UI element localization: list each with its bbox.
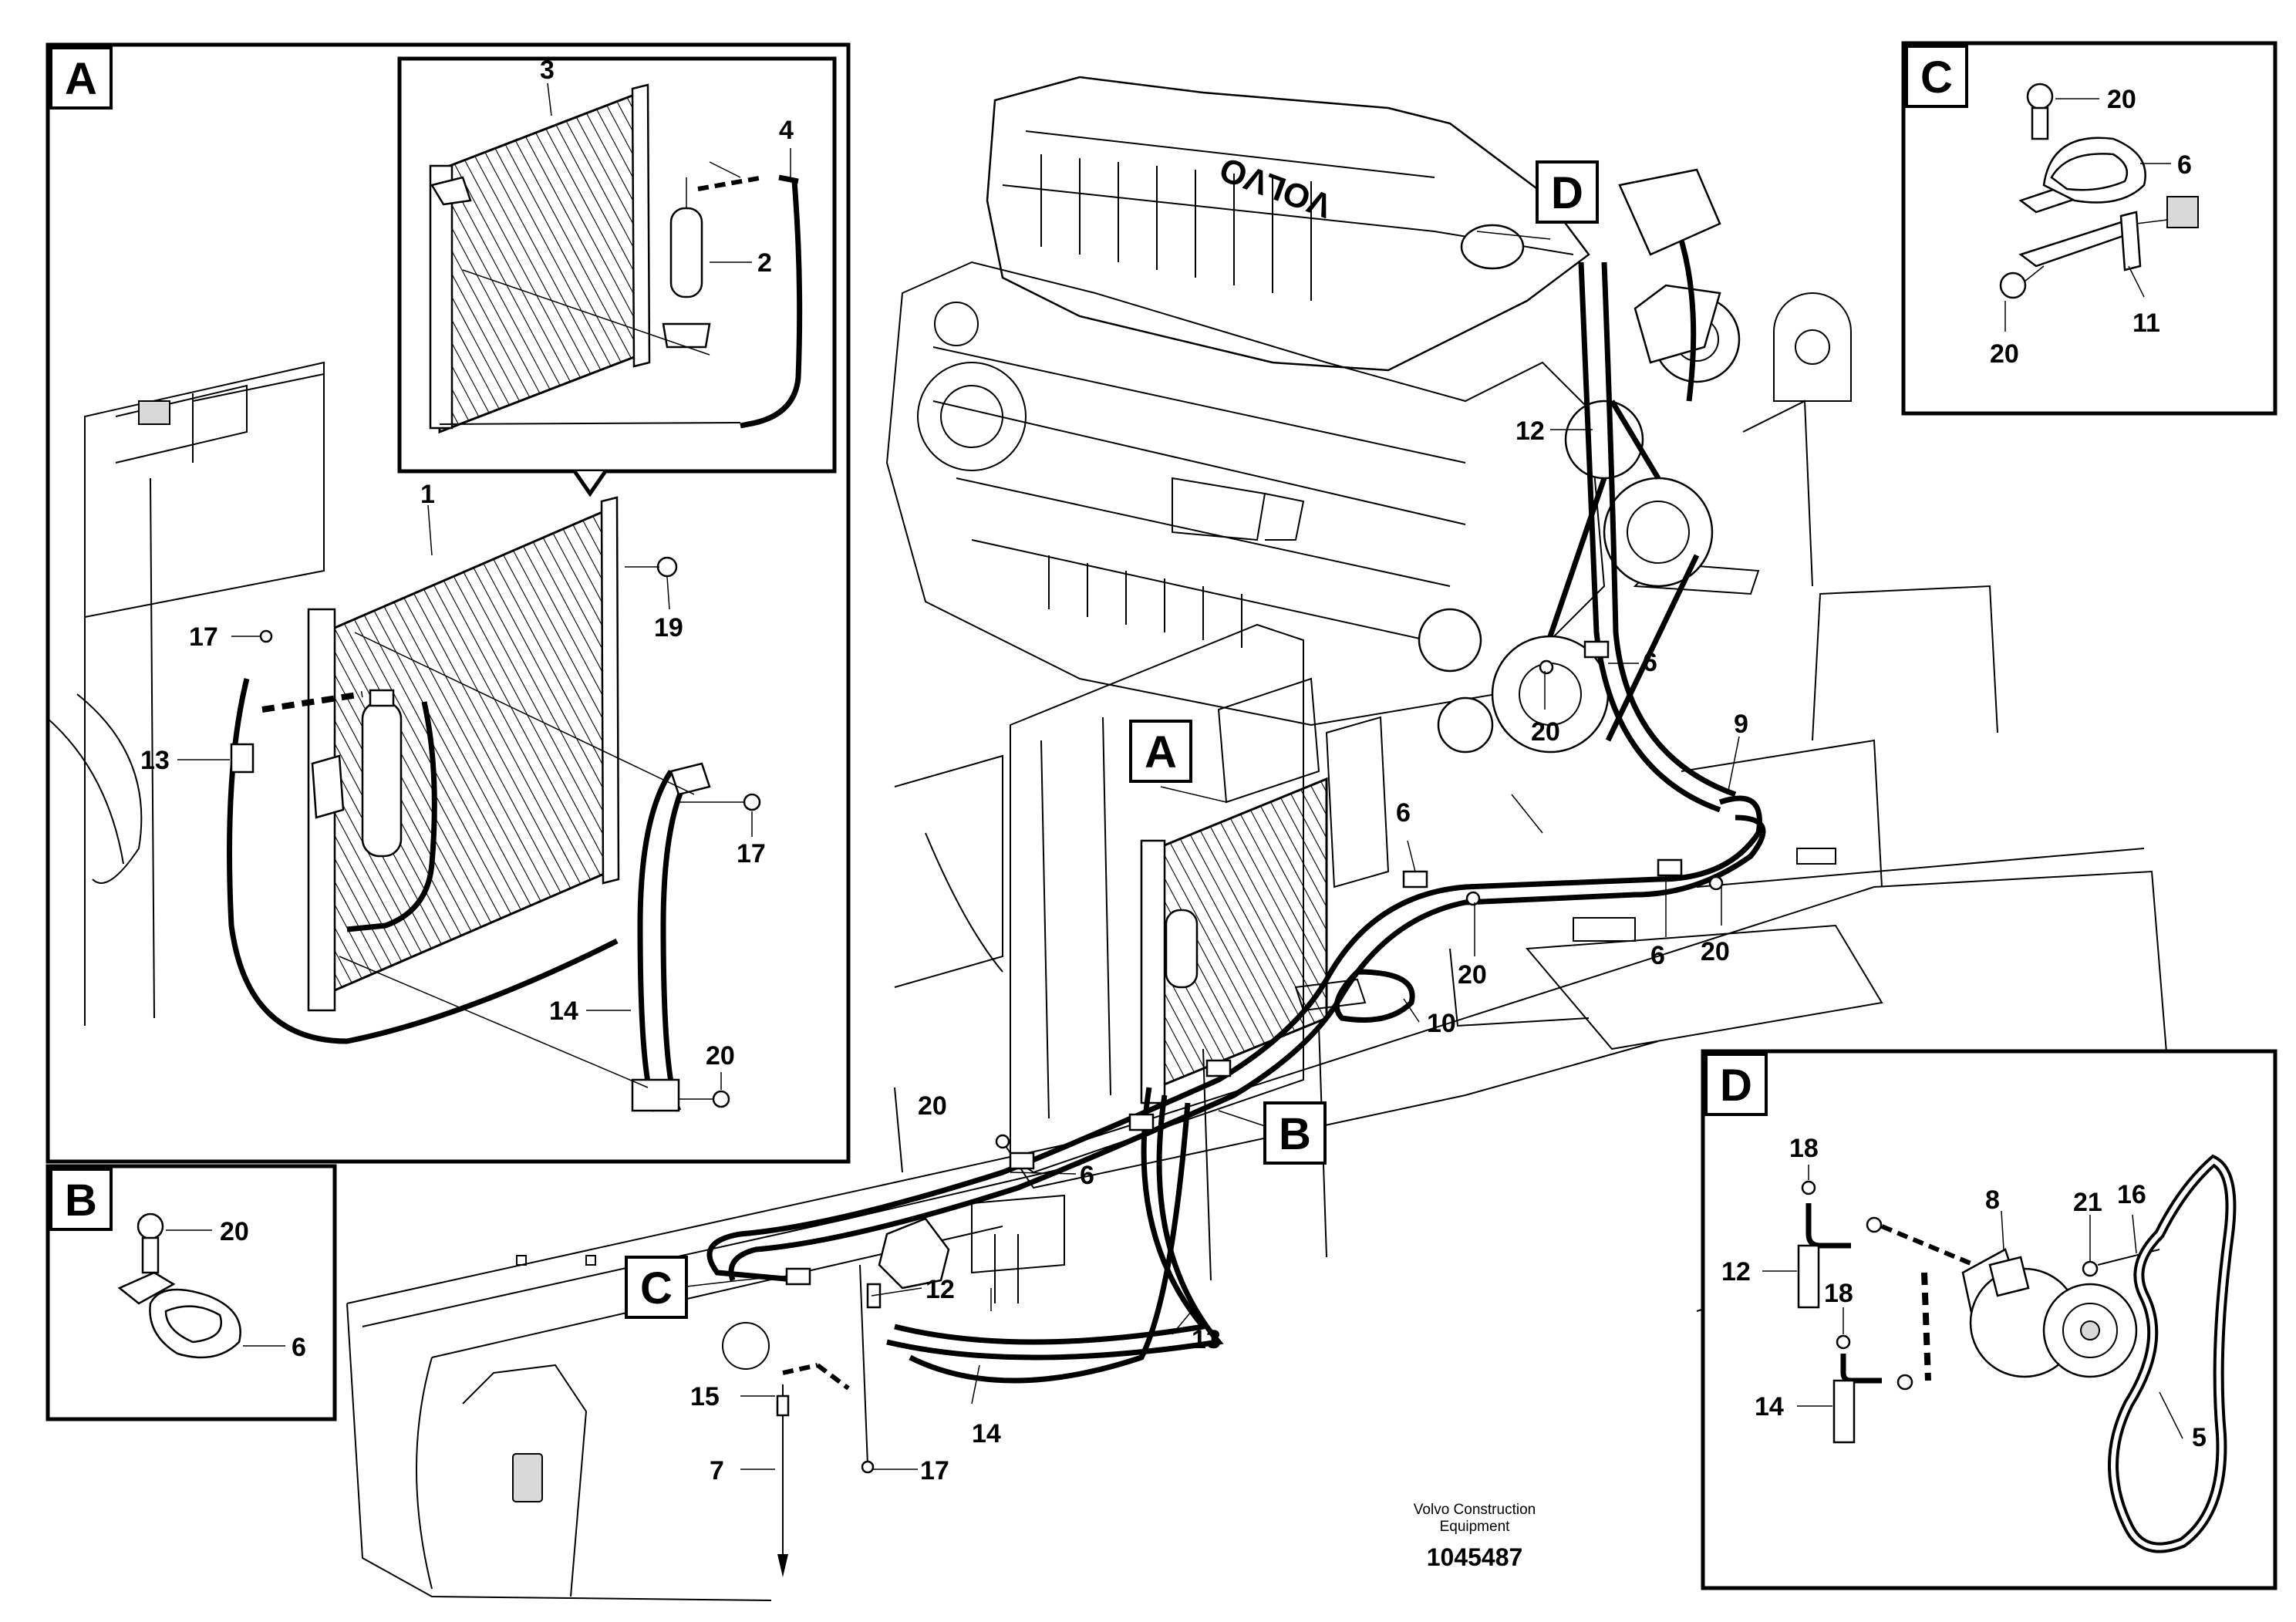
svg-text:A: A [65,54,97,104]
callout-16: 16 [2117,1180,2146,1209]
panel-a-inset: 3 4 2 [397,56,837,497]
callout-20: 20 [1458,960,1487,990]
callout-14: 14 [1755,1392,1784,1421]
panel-b-title: B [49,1168,113,1231]
drawing-footer: Volvo Construction Equipment 1045487 [1414,1502,1536,1571]
main-callouts: 12 6 20 9 6 6 20 20 10 20 6 12 13 14 15 … [690,416,1748,1485]
main-view-labels: A B C D [625,160,1599,1319]
callout-20: 20 [1531,717,1560,747]
callout-20: 20 [2107,85,2136,114]
callout-19: 19 [654,613,683,642]
callout-14: 14 [549,996,578,1026]
callout-17: 17 [737,839,766,868]
callout-2: 2 [757,248,772,278]
callout-11: 11 [2132,309,2160,338]
detail-panel-d: D 18 8 21 16 12 [1701,1049,2277,1590]
panel-c-title: C [1905,45,1968,108]
engine: VOLVO [885,76,1741,754]
drawing-number: 1045487 [1427,1543,1523,1571]
callout-20: 20 [1701,937,1730,966]
callout-8: 8 [1985,1185,2000,1215]
callout-12: 12 [1515,416,1545,446]
callout-10: 10 [1427,1009,1456,1038]
callout-6: 6 [2177,150,2192,180]
svg-text:C: C [640,1263,673,1313]
callout-15: 15 [690,1382,720,1411]
credit-line-1: Volvo Construction [1414,1502,1536,1518]
lower-fittings [776,1194,1065,1577]
ac-hoses [706,261,1766,1384]
credit-line-2: Equipment [1440,1519,1511,1535]
callout-1: 1 [420,480,435,509]
svg-text:B: B [65,1175,97,1226]
callout-9: 9 [1734,710,1748,739]
callout-17: 17 [189,622,218,652]
condenser-main [1140,777,1328,1104]
callout-20: 20 [220,1217,249,1246]
callout-13: 13 [140,746,170,775]
panel-a-title: A [49,46,113,110]
callout-6: 6 [292,1333,306,1362]
callout-6: 6 [1643,648,1657,677]
view-label-a: A [1129,720,1192,783]
detail-panel-b: B 20 6 [46,1164,337,1421]
svg-text:A: A [1145,727,1177,777]
callout-12: 12 [1721,1257,1751,1286]
svg-text:C: C [1920,52,1953,103]
main-illustration: VOLVO [346,76,2176,1601]
callout-3: 3 [540,56,555,85]
callout-21: 21 [2073,1188,2102,1217]
svg-text:D: D [1551,168,1583,218]
svg-text:B: B [1279,1109,1311,1159]
view-label-d: D [1536,160,1599,224]
callout-6: 6 [1396,798,1411,828]
detail-panel-c: C 20 6 11 20 [1901,41,2277,416]
panel-d-title: D [1704,1053,1768,1116]
callout-4: 4 [779,116,794,145]
main-leaders [740,231,1740,1470]
cooling-unit [894,623,1390,1174]
callout-17: 17 [920,1456,949,1485]
view-label-b: B [1263,1101,1327,1165]
callout-12: 12 [925,1275,955,1304]
callout-13: 13 [1192,1325,1221,1354]
machine-frame [346,292,2176,1601]
svg-text:D: D [1720,1061,1752,1111]
callout-5: 5 [2192,1423,2207,1452]
panel-a-condenser [227,496,761,1112]
callout-18: 18 [1789,1134,1819,1163]
callout-6: 6 [1080,1161,1094,1190]
callout-20: 20 [918,1091,947,1121]
callout-14: 14 [972,1419,1001,1448]
callout-6: 6 [1650,941,1665,970]
callout-7: 7 [710,1456,724,1485]
callout-20: 20 [1990,339,2019,369]
view-label-c: C [625,1256,688,1319]
callout-20: 20 [706,1041,735,1071]
callout-18: 18 [1824,1279,1853,1308]
detail-panel-a: A 3 [46,42,851,1164]
